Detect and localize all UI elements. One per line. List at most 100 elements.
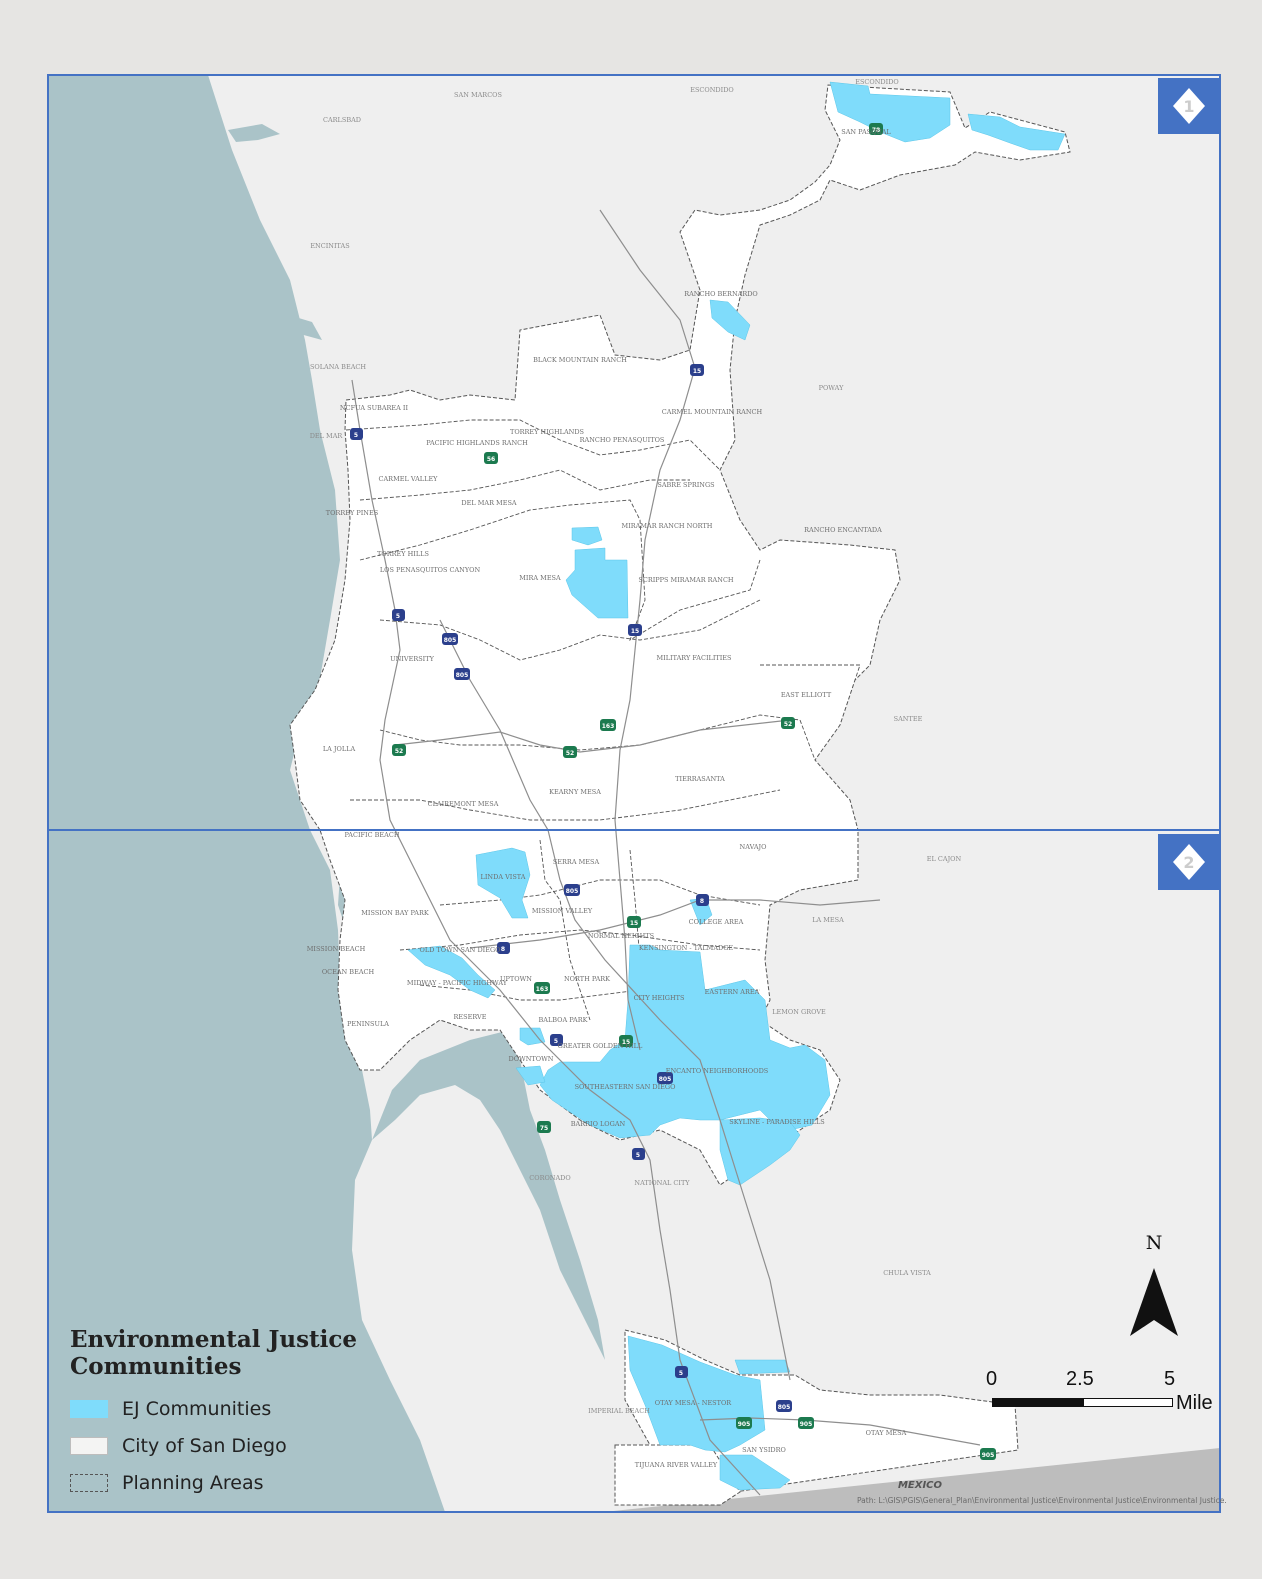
svg-text:CLAIREMONT MESA: CLAIREMONT MESA	[428, 800, 499, 808]
svg-text:LOS PENASQUITOS CANYON: LOS PENASQUITOS CANYON	[380, 566, 481, 574]
scale-bar: 0 2.5 5 Mile	[986, 1368, 1222, 1418]
diamond-icon: 1	[1173, 88, 1205, 124]
svg-text:TORREY HIGHLANDS: TORREY HIGHLANDS	[510, 428, 584, 436]
svg-text:TIJUANA RIVER VALLEY: TIJUANA RIVER VALLEY	[635, 1461, 718, 1469]
highway-805-shield: 805	[442, 633, 458, 645]
highway-52-shield: 52	[392, 744, 406, 756]
ej-skyline	[719, 1117, 801, 1186]
north-label: N	[1145, 1232, 1163, 1254]
svg-text:CHULA VISTA: CHULA VISTA	[883, 1269, 931, 1277]
svg-text:5: 5	[636, 1152, 640, 1159]
svg-text:75: 75	[540, 1125, 548, 1132]
ej-downtown	[519, 1027, 546, 1046]
panel-1-badge: 1	[1158, 78, 1220, 134]
svg-text:5: 5	[554, 1038, 558, 1045]
svg-text:DEL MAR: DEL MAR	[310, 432, 344, 440]
svg-text:805: 805	[444, 637, 457, 644]
legend-item-planning-areas: Planning Areas	[70, 1464, 530, 1501]
svg-text:DOWNTOWN: DOWNTOWN	[509, 1055, 554, 1063]
san-diego-bay	[372, 1030, 605, 1360]
legend-item-ej-communities: EJ Communities	[70, 1390, 530, 1427]
highway-5-shield-e: 5	[675, 1366, 688, 1378]
svg-text:ESCONDIDO: ESCONDIDO	[690, 86, 734, 94]
highway-5-shield-d: 5	[632, 1148, 645, 1160]
svg-text:NATIONAL CITY: NATIONAL CITY	[634, 1179, 690, 1187]
legend-item-label: City of San Diego	[122, 1434, 287, 1457]
highway-8-shield: 8	[696, 894, 709, 906]
svg-text:EASTERN AREA: EASTERN AREA	[705, 988, 760, 996]
svg-text:NAVAJO: NAVAJO	[740, 843, 767, 851]
ej-rancho-bernardo	[709, 299, 751, 341]
highway-5-shield: 5	[350, 428, 363, 440]
svg-text:OCEAN BEACH: OCEAN BEACH	[322, 968, 375, 976]
svg-text:2: 2	[1183, 853, 1194, 872]
highway-5-shield-c: 5	[550, 1034, 563, 1046]
svg-text:52: 52	[566, 750, 574, 757]
scale-segment-light	[1083, 1398, 1173, 1407]
svg-text:IMPERIAL BEACH: IMPERIAL BEACH	[588, 1407, 650, 1415]
highway-805-shield-c: 805	[564, 884, 580, 896]
scale-segment-dark	[992, 1398, 1084, 1407]
svg-text:POWAY: POWAY	[819, 384, 844, 392]
scale-tick-2: 5	[1164, 1368, 1176, 1390]
diamond-icon: 2	[1173, 844, 1205, 880]
highway-56-shield: 56	[484, 452, 498, 464]
north-arrow-icon	[1130, 1268, 1178, 1336]
svg-text:CITY HEIGHTS: CITY HEIGHTS	[634, 994, 685, 1002]
highway-15-shield-c: 15	[627, 916, 641, 928]
map-legend: Environmental Justice Communities EJ Com…	[70, 1326, 530, 1501]
legend-title: Environmental Justice Communities	[70, 1326, 358, 1380]
svg-text:KEARNY MESA: KEARNY MESA	[549, 788, 601, 796]
highway-52-shield-b: 52	[563, 746, 577, 758]
batiquitos-lagoon	[228, 124, 280, 142]
city-swatch	[70, 1436, 108, 1455]
highway-15-shield: 15	[690, 364, 704, 376]
scale-tick-0: 0	[986, 1368, 998, 1390]
svg-text:805: 805	[778, 1404, 791, 1411]
scale-tick-1: 2.5	[1066, 1368, 1094, 1390]
svg-text:ENCINITAS: ENCINITAS	[310, 242, 349, 250]
ej-downtown-b	[515, 1065, 546, 1086]
scale-unit: Mile	[1176, 1392, 1213, 1414]
svg-text:OTAY MESA: OTAY MESA	[866, 1429, 907, 1437]
planning-areas-swatch	[70, 1473, 108, 1492]
svg-text:163: 163	[602, 723, 615, 730]
highway-805-shield-e: 805	[776, 1400, 792, 1412]
roads	[351, 209, 981, 1496]
svg-text:15: 15	[630, 920, 638, 927]
svg-text:BARRIO LOGAN: BARRIO LOGAN	[571, 1120, 626, 1128]
svg-text:OLD TOWN SAN DIEGO: OLD TOWN SAN DIEGO	[420, 946, 501, 954]
highway-905-shield-b: 905	[798, 1417, 814, 1429]
highway-5-shield-b: 5	[392, 609, 405, 621]
svg-text:SAN MARCOS: SAN MARCOS	[454, 91, 502, 99]
highway-905-shield: 905	[736, 1417, 752, 1429]
legend-item-label: Planning Areas	[122, 1471, 264, 1494]
svg-text:SCRIPPS MIRAMAR RANCH: SCRIPPS MIRAMAR RANCH	[638, 576, 734, 584]
svg-text:MISSION BAY PARK: MISSION BAY PARK	[361, 909, 429, 917]
ej-mira-mesa-b	[565, 547, 629, 619]
svg-text:1: 1	[1183, 97, 1194, 116]
svg-text:905: 905	[738, 1421, 751, 1428]
svg-text:NORMAL HEIGHTS: NORMAL HEIGHTS	[588, 932, 654, 940]
highway-805-shield-b: 805	[454, 668, 470, 680]
svg-text:BALBOA PARK: BALBOA PARK	[539, 1016, 588, 1024]
svg-text:RANCHO ENCANTADA: RANCHO ENCANTADA	[804, 526, 882, 534]
svg-text:CORONADO: CORONADO	[529, 1174, 570, 1182]
svg-text:56: 56	[487, 456, 495, 463]
highway-905-shield-c: 905	[980, 1448, 996, 1460]
ej-mira-mesa-a	[571, 526, 603, 546]
highway-163-shield-b: 163	[534, 982, 550, 994]
svg-text:5: 5	[354, 432, 358, 439]
pacific-ocean	[48, 75, 445, 1512]
svg-text:COLLEGE AREA: COLLEGE AREA	[689, 918, 744, 926]
ej-san-ysidro	[719, 1454, 791, 1491]
svg-text:PACIFIC BEACH: PACIFIC BEACH	[345, 831, 400, 839]
svg-text:LA JOLLA: LA JOLLA	[323, 745, 356, 753]
svg-text:5: 5	[396, 613, 400, 620]
community-labels: SAN PASQUAL RANCHO BERNARDO BLACK MOUNTA…	[307, 128, 907, 1469]
highway-75-shield: 75	[537, 1121, 551, 1133]
svg-text:MIDWAY - PACIFIC HIGHWAY: MIDWAY - PACIFIC HIGHWAY	[407, 979, 508, 987]
ej-communities-swatch	[70, 1399, 108, 1418]
svg-text:CARLSBAD: CARLSBAD	[323, 116, 361, 124]
